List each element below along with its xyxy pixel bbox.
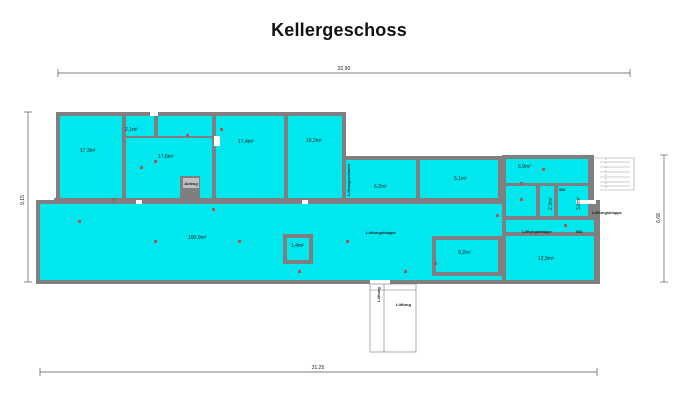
- area-r9: 2,3m²: [548, 197, 554, 210]
- label-lueftungsklappe-3: Lüftungsklappe: [592, 210, 623, 215]
- label-aufzug: Aufzug: [184, 181, 198, 186]
- area-r11: 100,0m²: [188, 235, 207, 241]
- label-lueftungsklappe-1: Lüftungsklappe: [366, 230, 397, 235]
- rooms: [40, 116, 594, 280]
- room-r9: [540, 186, 554, 216]
- room-r3b: [158, 116, 212, 136]
- room-r14: [506, 236, 594, 280]
- label-wa-1: WA: [559, 187, 566, 192]
- area-r1: 17,3m²: [80, 148, 96, 154]
- dim-bottom: 31,25: [312, 365, 325, 371]
- room-r7: [420, 160, 498, 198]
- room-r2: [124, 116, 154, 136]
- room-r12: [287, 238, 309, 260]
- plan-title: Kellergeschoss: [271, 20, 407, 40]
- ventilation-area: [369, 283, 417, 353]
- fixture-markers: [78, 128, 567, 273]
- area-r3: 17,6m²: [158, 154, 174, 160]
- room-corridor-right: [506, 220, 594, 234]
- label-lueftung-horizontal: Lüftung: [396, 302, 411, 307]
- area-r2: 2,1m²: [125, 127, 138, 133]
- room-r13: [436, 240, 498, 272]
- dim-right: 6,68: [656, 213, 662, 223]
- room-r11: [40, 204, 502, 280]
- area-r8: 6,9m²: [518, 164, 531, 170]
- staircase: [594, 157, 635, 191]
- area-r5: 16,2m²: [306, 138, 322, 144]
- room-r5: [288, 116, 342, 198]
- label-wa-2: WA: [576, 229, 583, 234]
- dim-top: 32,90: [338, 66, 351, 72]
- area-r14: 12,9m²: [538, 256, 554, 262]
- room-r1: [60, 116, 122, 198]
- area-r13: 9,2m²: [458, 250, 471, 256]
- area-r12: 1,4m²: [291, 243, 304, 249]
- area-r6: 6,2m²: [374, 184, 387, 190]
- room-r6: [346, 160, 416, 198]
- dim-left: 9,15: [20, 195, 26, 205]
- label-lueftung-vertical: Lüftung: [376, 287, 381, 302]
- room-r8: [506, 159, 588, 183]
- area-r4: 17,4m²: [238, 139, 254, 145]
- area-r7: 5,1m²: [454, 176, 467, 182]
- label-lueftungsschacht: Lüftungsschacht: [346, 163, 351, 196]
- room-r4: [216, 116, 284, 198]
- label-lueftungsklappe-2: Lüftungsklappe: [522, 229, 553, 234]
- door-openings: [136, 112, 596, 284]
- area-r10: 3,8m²: [576, 197, 582, 210]
